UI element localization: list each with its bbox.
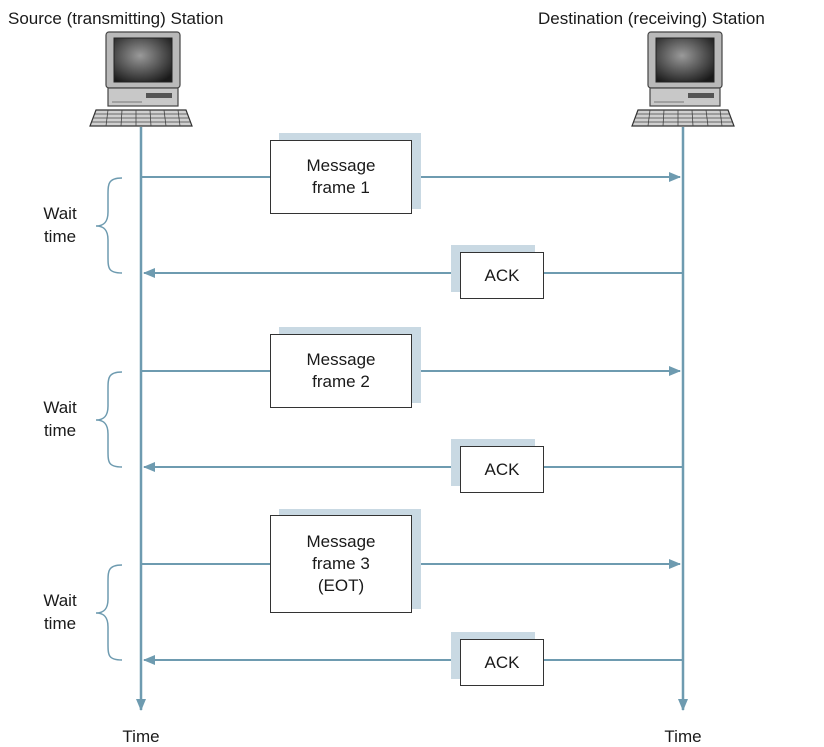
- message-frame-3-line-2: frame 3: [312, 554, 370, 573]
- wait-time-label-3: Wait time: [30, 589, 90, 635]
- message-frame-2-line-1: Message: [306, 350, 376, 369]
- message-frame-3-line-3: (EOT): [317, 576, 365, 595]
- ack-1-box: ACK: [460, 252, 544, 299]
- message-frame-2-line-2: frame 2: [312, 372, 370, 391]
- ack-2-label: ACK: [484, 459, 520, 479]
- wait-time-1-line-1: Wait: [43, 204, 77, 223]
- wait-time-3-line-1: Wait: [43, 591, 77, 610]
- source-time-label: Time: [122, 727, 160, 746]
- wait-time-2-line-2: time: [43, 421, 77, 440]
- message-frame-1-line-1: Message: [306, 156, 376, 175]
- destination-computer-icon: [630, 30, 736, 133]
- message-frame-3-box: Message frame 3 (EOT): [270, 515, 412, 613]
- message-frame-1-line-2: frame 1: [312, 178, 370, 197]
- wait-time-1-line-2: time: [43, 227, 77, 246]
- wait-time-3-line-2: time: [43, 614, 77, 633]
- wait-time-2-line-1: Wait: [43, 398, 77, 417]
- message-frame-2-box: Message frame 2: [270, 334, 412, 408]
- wait-brace-2: [95, 371, 123, 468]
- wait-time-label-2: Wait time: [30, 396, 90, 442]
- wait-brace-1: [95, 177, 123, 274]
- wait-brace-3: [95, 564, 123, 661]
- message-frame-3-line-1: Message: [306, 532, 376, 551]
- message-frame-1-box: Message frame 1: [270, 140, 412, 214]
- ack-3-box: ACK: [460, 639, 544, 686]
- ack-3-label: ACK: [484, 652, 520, 672]
- source-computer-icon: [88, 30, 194, 133]
- ack-1-label: ACK: [484, 265, 520, 285]
- destination-time-label: Time: [664, 727, 702, 746]
- source-station-label: Source (transmitting) Station: [8, 9, 224, 28]
- ack-2-box: ACK: [460, 446, 544, 493]
- destination-station-label: Destination (receiving) Station: [538, 9, 765, 28]
- wait-time-label-1: Wait time: [30, 202, 90, 248]
